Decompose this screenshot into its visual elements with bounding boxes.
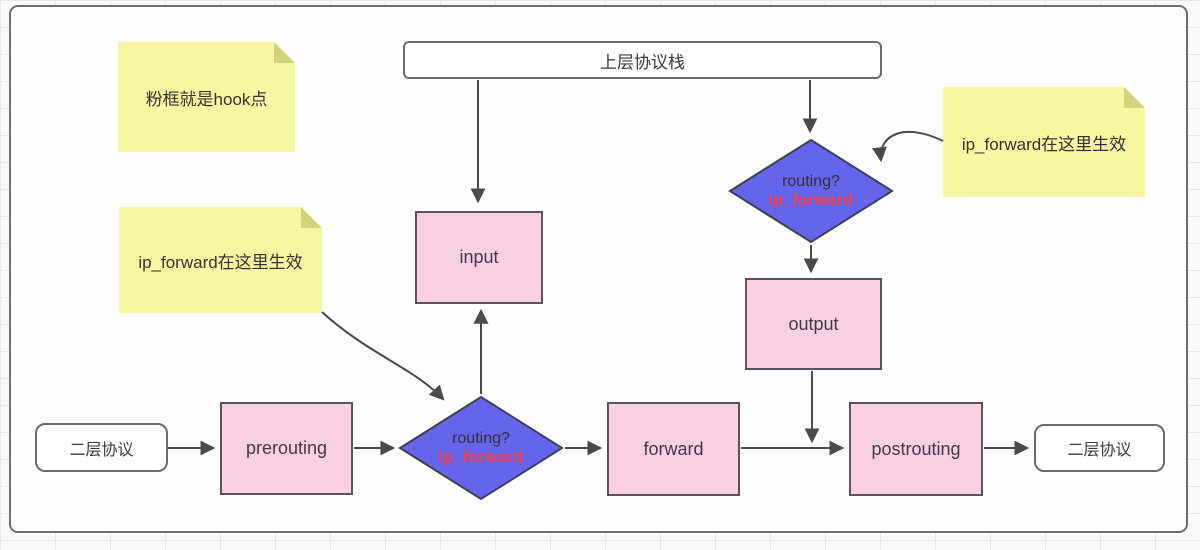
sticky-note-ipforward-left[interactable]: ip_forward在这里生效 [119,207,322,313]
folded-corner-icon [274,42,295,63]
node-layer2-protocol-left-label: 二层协议 [69,441,134,459]
sticky-note-hook[interactable]: 粉框就是hook点 [118,42,295,152]
node-output-label: output [788,313,839,334]
node-output[interactable]: output [745,278,882,370]
sticky-note-ipforward-left-label: ip_forward在这里生效 [138,252,303,272]
folded-corner-icon [301,207,322,228]
node-input[interactable]: input [415,211,543,304]
node-postrouting-label: postrouting [871,438,961,459]
decision-routing-upper[interactable] [728,138,894,244]
decision-routing-lower[interactable] [398,395,564,501]
node-layer2-protocol-right[interactable]: 二层协议 [1034,424,1165,472]
node-input-label: input [459,247,499,267]
node-forward[interactable]: forward [607,402,740,496]
node-postrouting[interactable]: postrouting [849,402,983,496]
sticky-note-ipforward-right[interactable]: ip_forward在这里生效 [943,87,1145,197]
node-layer2-protocol-right-label: 二层协议 [1067,442,1132,459]
folded-corner-icon [1124,87,1145,108]
node-upper-protocol-stack-label: 上层协议栈 [600,52,685,72]
sticky-note-ipforward-right-label: ip_forward在这里生效 [961,134,1127,154]
sticky-note-hook-label: 粉框就是hook点 [145,89,268,109]
node-upper-protocol-stack[interactable]: 上层协议栈 [403,41,882,79]
node-prerouting[interactable]: prerouting [220,402,353,495]
node-prerouting-label: prerouting [245,438,328,458]
node-forward-label: forward [643,438,704,459]
node-layer2-protocol-left[interactable]: 二层协议 [35,423,168,472]
